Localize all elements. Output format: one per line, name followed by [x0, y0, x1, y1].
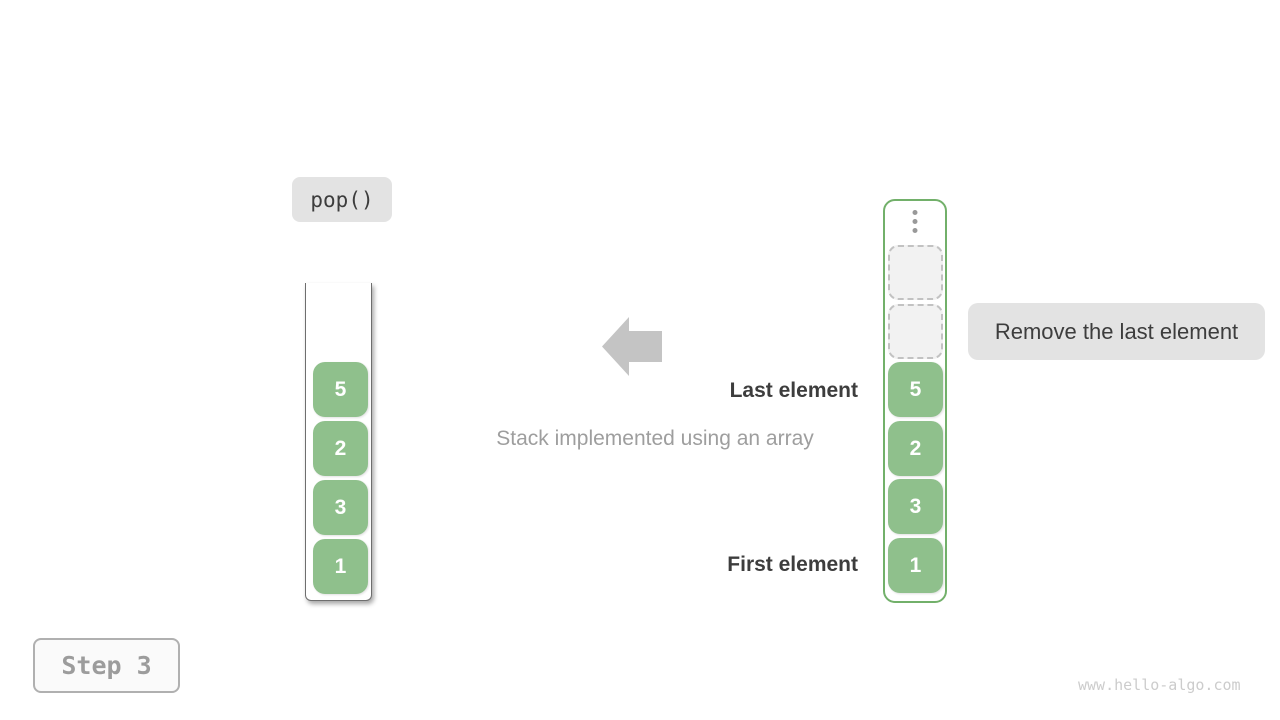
stack-element: 3	[313, 480, 368, 535]
empty-slot	[888, 245, 943, 300]
pop-operation-label: pop()	[292, 177, 392, 222]
left-arrow-icon	[602, 317, 662, 376]
stack-element: 5	[313, 362, 368, 417]
empty-slot	[888, 304, 943, 359]
remove-annotation: Remove the last element	[968, 303, 1265, 360]
last-element-label: Last element	[729, 379, 858, 402]
array-element: 3	[888, 479, 943, 534]
diagram-caption: Stack implemented using an array	[496, 427, 814, 450]
watermark: www.hello-algo.com	[1078, 676, 1241, 694]
array-container: 5 2 3 1	[883, 199, 947, 603]
array-element: 5	[888, 362, 943, 417]
stack-container: 5 2 3 1	[305, 283, 372, 601]
array-element: 2	[888, 421, 943, 476]
stack-element: 1	[313, 539, 368, 594]
ellipsis-icon	[912, 210, 918, 233]
stack-element: 2	[313, 421, 368, 476]
step-button[interactable]: Step 3	[33, 638, 180, 693]
array-element: 1	[888, 538, 943, 593]
first-element-label: First element	[727, 553, 858, 576]
